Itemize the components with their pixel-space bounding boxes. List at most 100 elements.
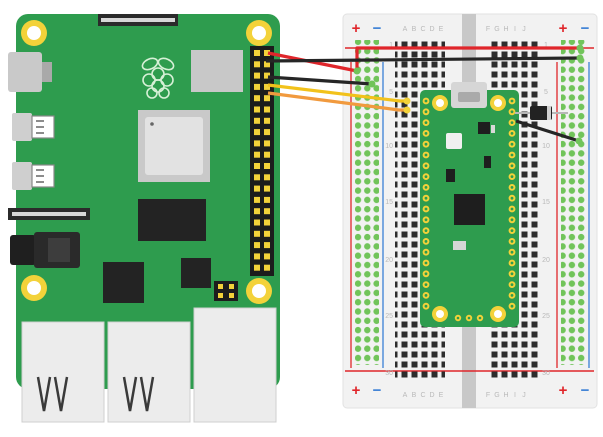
pico-pin-hole: [510, 186, 514, 189]
pico-debug-pad: [453, 241, 466, 250]
pico-pin-hole: [510, 240, 514, 243]
gpio-pin: [264, 129, 270, 136]
rail-minus-sign: −: [581, 20, 590, 37]
bootsel-button: [446, 133, 462, 149]
gpio-pin: [254, 140, 260, 147]
rail-plus-sign: +: [352, 382, 361, 399]
gpio-pin: [254, 242, 260, 249]
rail-minus-sign: −: [373, 20, 382, 37]
column-label-e: E: [439, 392, 444, 399]
row-number-30: 30: [385, 370, 393, 377]
raspberry-pi-board: [8, 14, 280, 423]
column-label-i: I: [514, 26, 516, 33]
row-number-10: 10: [385, 143, 393, 150]
raspberry-logo-icon: [141, 57, 175, 99]
row-numbers-right: 1 5 10 15 20 25 30: [542, 42, 550, 377]
rail-plus-sign: +: [352, 20, 361, 37]
pico-pin-hole: [510, 294, 514, 297]
gpio-pin: [264, 117, 270, 124]
column-label-g: G: [494, 392, 499, 399]
row-number-30: 30: [542, 370, 550, 377]
pico-pin-hole: [510, 99, 514, 103]
column-label-c: C: [420, 26, 425, 33]
pico-regulator: [484, 156, 491, 168]
gpio-pin: [254, 264, 260, 271]
gpio-pin: [264, 264, 270, 271]
gpio-pin: [254, 61, 260, 68]
column-label-j: J: [522, 392, 526, 399]
column-label-d: D: [429, 26, 434, 33]
pico-pin-hole: [424, 207, 428, 211]
gpio-pin: [264, 253, 270, 260]
column-label-g: G: [494, 26, 499, 33]
pico-pin-hole: [424, 175, 428, 179]
column-label-i: I: [514, 392, 516, 399]
micro-hdmi-port-0: [12, 113, 55, 141]
row-number-25: 25: [385, 313, 393, 320]
column-label-h: H: [503, 392, 508, 399]
rail-plus-sign: +: [559, 20, 568, 37]
row-number-1: 1: [544, 42, 548, 49]
column-label-c: C: [420, 392, 425, 399]
pico-led: [491, 125, 495, 133]
pico-pin-hole: [424, 283, 428, 286]
rail-plus-sign: +: [559, 382, 568, 399]
diode: [515, 106, 568, 120]
gpio-pin: [264, 185, 270, 192]
gpio-pin: [254, 117, 260, 124]
row-numbers-left: 1 5 10 15 20 25 30: [385, 42, 393, 377]
row-number-1: 1: [389, 42, 393, 49]
rp2040-chip: [454, 194, 485, 225]
gpio-pin: [254, 95, 260, 102]
gpio-pin: [264, 106, 270, 113]
column-label-b: B: [412, 392, 417, 399]
row-number-15: 15: [542, 199, 550, 206]
pico-pin-hole: [424, 240, 428, 243]
gpio-pin: [254, 163, 260, 169]
gpio-header-body: [250, 46, 274, 276]
pico-crystal: [446, 169, 455, 182]
gpio-pin: [254, 196, 260, 203]
gpio-pin: [264, 242, 270, 249]
gpio-pin: [254, 185, 260, 192]
pico-pin-hole: [424, 196, 428, 200]
pico-pin-hole: [510, 304, 514, 308]
gpio-pin: [254, 208, 260, 215]
row-number-20: 20: [542, 257, 550, 264]
pico-pin-hole: [510, 250, 514, 254]
gpio-pin: [254, 106, 260, 113]
wire-black-diode: [515, 119, 580, 143]
gpio-pin: [264, 50, 270, 56]
soc-processor: [138, 110, 210, 182]
gpio-pin: [264, 72, 270, 79]
pico-pin-hole: [424, 153, 428, 157]
pico-pin-hole: [510, 121, 514, 124]
pico-pin-hole: [424, 99, 428, 103]
gpio-pin: [264, 61, 270, 68]
usb-controller-chip: [103, 262, 144, 303]
row-number-20: 20: [385, 257, 393, 264]
pico-pin-hole: [424, 250, 428, 254]
gpio-pin: [264, 219, 270, 226]
pico-pin-hole: [510, 272, 514, 276]
pico-pin-hole: [424, 110, 428, 114]
wires: [265, 44, 584, 145]
column-label-h: H: [503, 26, 508, 33]
pico-pin-hole: [510, 175, 514, 179]
pico-flash-chip: [478, 122, 490, 134]
rail-minus-sign: −: [581, 382, 590, 399]
pico-pin-hole: [510, 153, 514, 157]
column-label-a: A: [403, 26, 408, 33]
gpio-pin: [254, 83, 260, 90]
gpio-pin: [264, 95, 270, 102]
ethernet-controller-chip: [181, 258, 211, 288]
gpio-pin: [264, 163, 270, 169]
ethernet-port: [193, 307, 277, 423]
gpio-header: [250, 46, 274, 276]
column-label-d: D: [429, 392, 434, 399]
poe-header: [214, 281, 238, 301]
wire-black-gnd-top: [265, 56, 581, 63]
rail-minus-sign: −: [373, 382, 382, 399]
pico-pins: [422, 97, 516, 310]
